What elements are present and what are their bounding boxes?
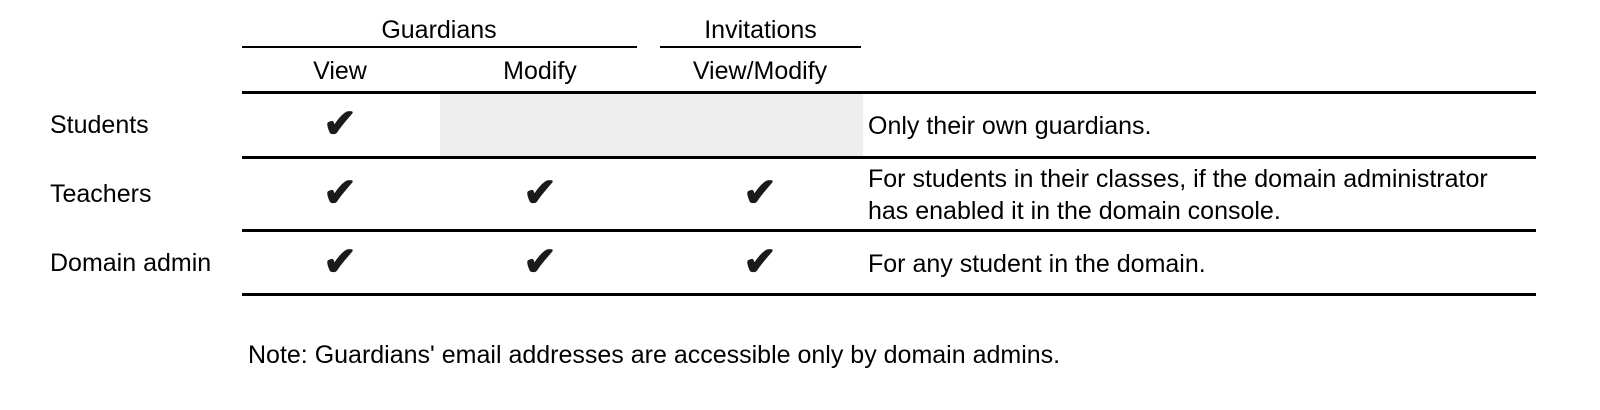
column-header-view-modify: View/Modify <box>692 57 828 85</box>
check-icon-domain-admin-modify: ✔ <box>523 240 557 284</box>
group-header-rule-invitations <box>660 46 861 48</box>
table-rule-top <box>242 91 1536 94</box>
row-label-domain-admin: Domain admin <box>50 249 212 277</box>
description-teachers: For students in their classes, if the do… <box>868 165 1488 225</box>
check-icon-domain-admin-view-modify: ✔ <box>743 240 777 284</box>
table-footnote: Note: Guardians' email addresses are acc… <box>248 341 1061 369</box>
table-rule-after-teachers <box>242 229 1536 232</box>
check-icon-domain-admin-view: ✔ <box>323 240 357 284</box>
row-label-teachers: Teachers <box>50 180 152 208</box>
group-header-guardians: Guardians <box>381 16 497 44</box>
table-rule-after-students <box>242 156 1536 159</box>
group-header-rule-guardians <box>242 46 637 48</box>
column-header-view: View <box>313 57 367 85</box>
description-domain-admin: For any student in the domain. <box>868 250 1206 278</box>
check-icon-students-view: ✔ <box>323 102 357 146</box>
column-header-modify: Modify <box>503 57 577 85</box>
check-icon-teachers-view: ✔ <box>323 171 357 215</box>
check-icon-teachers-view-modify: ✔ <box>743 171 777 215</box>
check-icon-teachers-modify: ✔ <box>523 171 557 215</box>
group-header-invitations: Invitations <box>704 16 817 44</box>
cell-students-modify-disabled <box>440 94 863 156</box>
row-label-students: Students <box>50 111 149 139</box>
description-students: Only their own guardians. <box>868 112 1152 140</box>
table-rule-bottom <box>242 293 1536 296</box>
